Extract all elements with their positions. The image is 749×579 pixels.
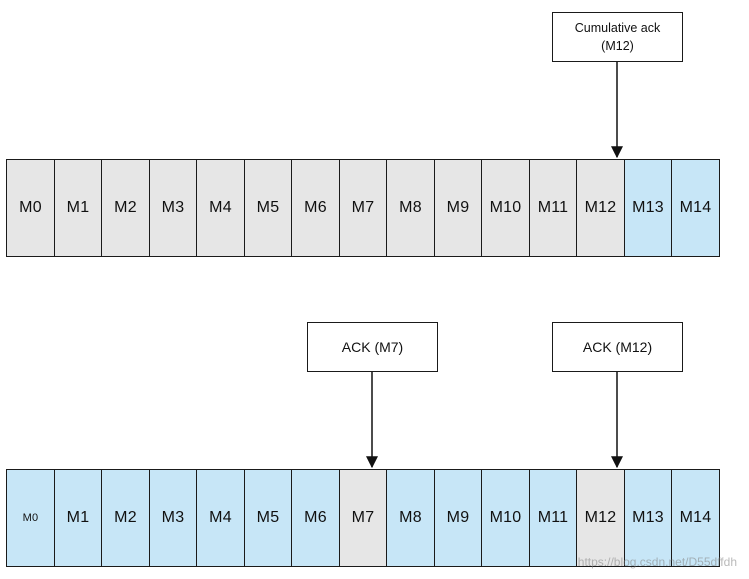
top-message-cell: M8 bbox=[386, 159, 435, 257]
top-message-cell: M10 bbox=[481, 159, 530, 257]
bottom-message-cell: M13 bbox=[623, 469, 673, 567]
bottom-message-cell: M10 bbox=[481, 469, 530, 567]
bottom-message-cell: M7 bbox=[338, 469, 388, 567]
top-message-cell: M1 bbox=[53, 159, 103, 257]
top-message-cell: M0 bbox=[6, 159, 55, 257]
top-message-cell: M13 bbox=[623, 159, 673, 257]
top-message-cell: M2 bbox=[101, 159, 150, 257]
top-message-cell: M6 bbox=[291, 159, 340, 257]
bottom-message-cell: M14 bbox=[671, 469, 720, 567]
ack-m7-label: ACK (M7) bbox=[341, 339, 404, 355]
bottom-message-cell: M11 bbox=[528, 469, 578, 567]
bottom-message-cell: M8 bbox=[386, 469, 435, 567]
top-message-cell: M14 bbox=[671, 159, 720, 257]
watermark: https://blog.csdn.net/D55dffdh bbox=[577, 555, 737, 569]
bottom-message-cell: M3 bbox=[148, 469, 198, 567]
top-message-cell: M12 bbox=[576, 159, 625, 257]
top-message-cell: M11 bbox=[528, 159, 578, 257]
bottom-message-cell: M9 bbox=[433, 469, 483, 567]
cumulative-ack-callout: Cumulative ack (M12) bbox=[552, 12, 683, 62]
bottom-message-cell: M2 bbox=[101, 469, 150, 567]
bottom-message-cell: M6 bbox=[291, 469, 340, 567]
cumulative-ack-message: (M12) bbox=[601, 39, 634, 53]
ack-m7-callout: ACK (M7) bbox=[307, 322, 438, 372]
ack-m12-label: ACK (M12) bbox=[582, 339, 653, 355]
bottom-message-cell: M1 bbox=[53, 469, 103, 567]
top-message-cell: M4 bbox=[196, 159, 245, 257]
cumulative-ack-label: Cumulative ack bbox=[574, 20, 661, 35]
ack-m12-callout: ACK (M12) bbox=[552, 322, 683, 372]
top-message-cell: M7 bbox=[338, 159, 388, 257]
bottom-message-cell: M4 bbox=[196, 469, 245, 567]
